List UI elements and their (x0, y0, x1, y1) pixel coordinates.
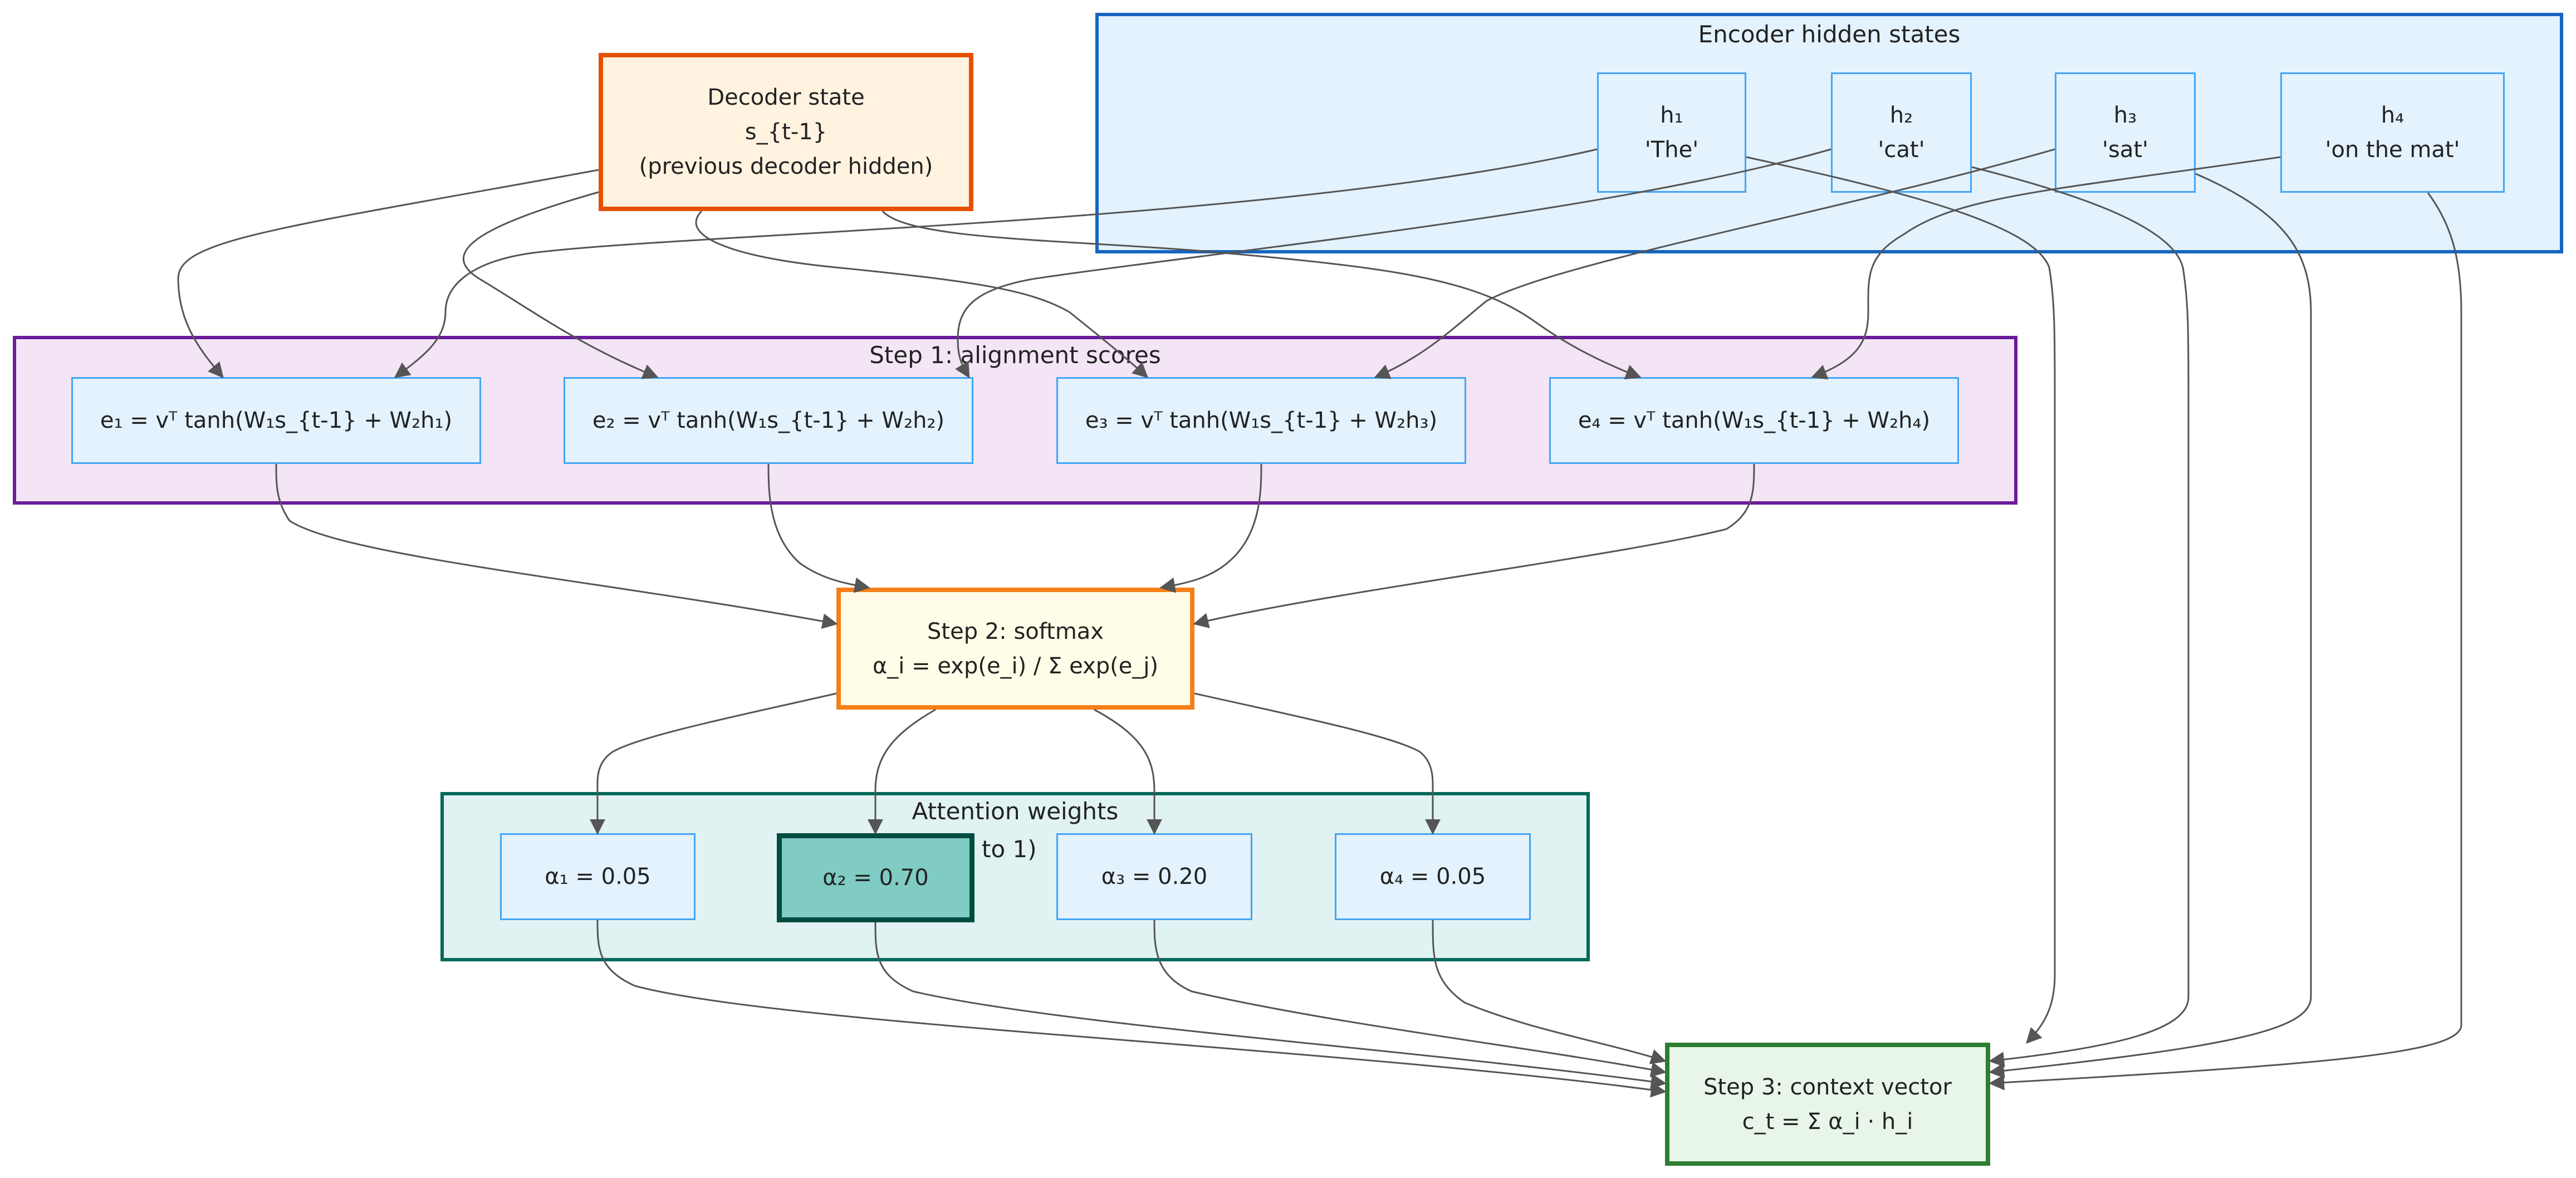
encoder-node-h1: h₁ 'The' (1597, 72, 1746, 193)
alignment-score-e4-formula: e₄ = vᵀ tanh(W₁s_{t-1} + W₂h₄) (1578, 408, 1931, 433)
attention-weight-alpha4: α₄ = 0.05 (1335, 833, 1531, 920)
attention-weight-alpha1: α₁ = 0.05 (500, 833, 696, 920)
context-vector-node: Step 3: context vector c_t = Σ α_i · h_i (1665, 1043, 1990, 1166)
decoder-state-title: Decoder state (707, 85, 865, 110)
attention-weight-alpha2: α₂ = 0.70 (777, 833, 974, 922)
context-vector-title: Step 3: context vector (1703, 1074, 1952, 1100)
encoder-node-h2: h₂ 'cat' (1831, 72, 1972, 193)
edge-h2-to-ctx (1971, 166, 2190, 1068)
encoder-node-h2-word: 'cat' (1878, 137, 1925, 163)
encoder-node-h2-symbol: h₂ (1889, 102, 1913, 128)
decoder-state-symbol: s_{t-1} (745, 119, 827, 145)
encoder-node-h3-word: 'sat' (2102, 137, 2149, 163)
encoder-node-h3-symbol: h₃ (2113, 102, 2137, 128)
alignment-score-e3: e₃ = vᵀ tanh(W₁s_{t-1} + W₂h₃) (1056, 377, 1466, 464)
encoder-node-h3: h₃ 'sat' (2055, 72, 2196, 193)
encoder-node-h4-symbol: h₄ (2381, 102, 2404, 128)
alignment-score-e2: e₂ = vᵀ tanh(W₁s_{t-1} + W₂h₂) (564, 377, 973, 464)
encoder-node-h1-word: 'The' (1644, 137, 1699, 163)
attention-weight-alpha1-value: α₁ = 0.05 (545, 864, 651, 889)
alignment-score-e4: e₄ = vᵀ tanh(W₁s_{t-1} + W₂h₄) (1549, 377, 1959, 464)
attention-weight-alpha2-value: α₂ = 0.70 (822, 865, 929, 891)
encoder-group-label: Encoder hidden states (1698, 21, 1961, 48)
alignment-group-label: Step 1: alignment scores (869, 341, 1161, 369)
attention-weight-alpha3-value: α₃ = 0.20 (1101, 864, 1208, 889)
decoder-state-description: (previous decoder hidden) (639, 154, 933, 179)
edge-h4-to-ctx (1989, 192, 2462, 1091)
edge-h3-to-ctx (1989, 173, 2312, 1079)
alignment-score-e2-formula: e₂ = vᵀ tanh(W₁s_{t-1} + W₂h₂) (592, 408, 945, 433)
alignment-score-e1-formula: e₁ = vᵀ tanh(W₁s_{t-1} + W₂h₁) (100, 408, 453, 433)
context-vector-formula: c_t = Σ α_i · h_i (1742, 1108, 1913, 1135)
softmax-title: Step 2: softmax (927, 618, 1104, 644)
alignment-score-e3-formula: e₃ = vᵀ tanh(W₁s_{t-1} + W₂h₃) (1085, 408, 1438, 433)
encoder-node-h4: h₄ 'on the mat' (2280, 72, 2505, 193)
attention-weight-alpha4-value: α₄ = 0.05 (1379, 864, 1486, 889)
decoder-state-node: Decoder state s_{t-1} (previous decoder … (599, 53, 973, 211)
encoder-node-h1-symbol: h₁ (1660, 102, 1683, 128)
edge-h1-to-ctx (1746, 156, 2056, 1044)
softmax-node: Step 2: softmax α_i = exp(e_i) / Σ exp(e… (836, 588, 1194, 710)
attention-group-label-overflow: to 1) (982, 835, 1037, 863)
alignment-score-e1: e₁ = vᵀ tanh(W₁s_{t-1} + W₂h₁) (71, 377, 481, 464)
attention-group-label: Attention weights (912, 798, 1119, 825)
attention-weight-alpha3: α₃ = 0.20 (1056, 833, 1252, 920)
softmax-formula: α_i = exp(e_i) / Σ exp(e_j) (872, 653, 1159, 679)
encoder-node-h4-word: 'on the mat' (2325, 137, 2460, 163)
